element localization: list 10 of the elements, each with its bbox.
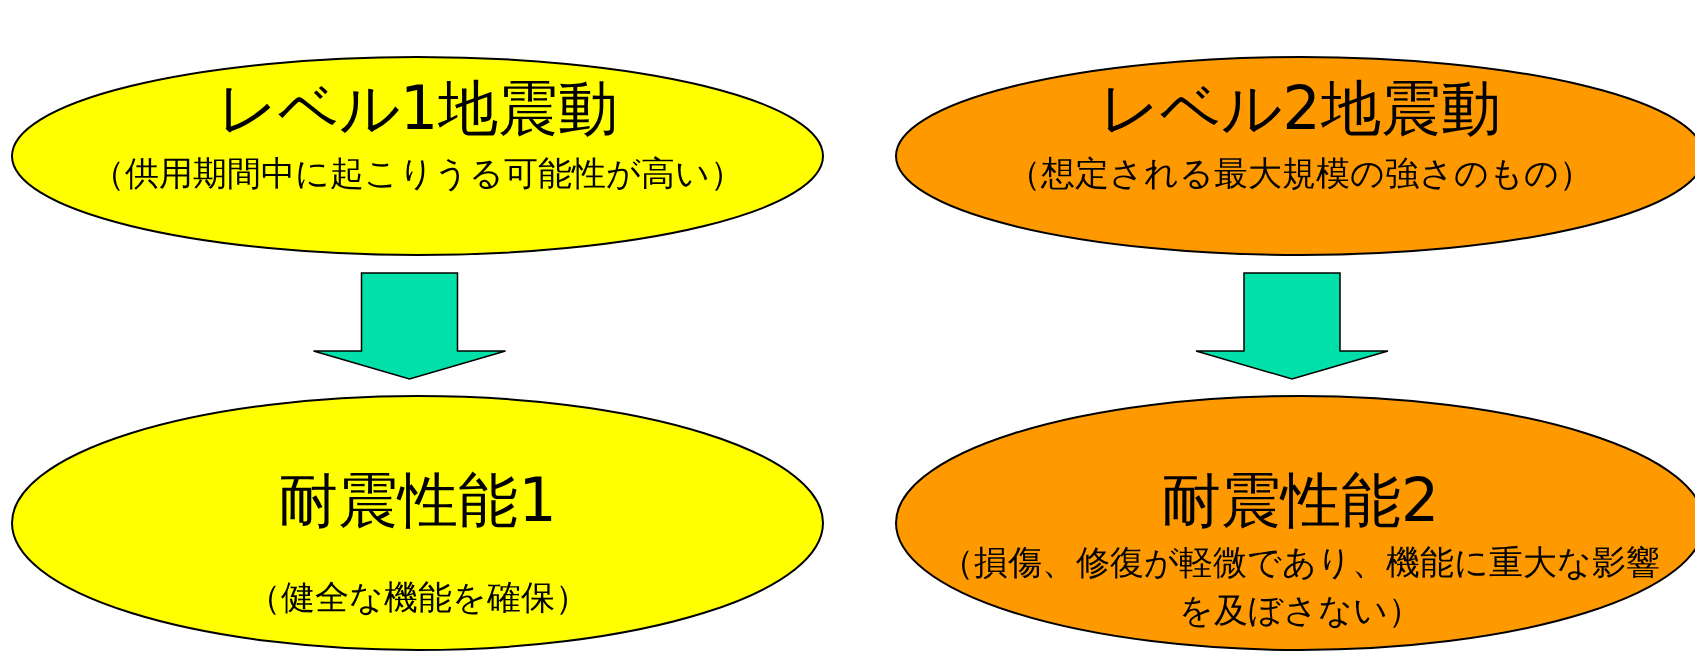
heading-text: 耐震性能1 <box>277 466 558 534</box>
subtitle-text: （想定される最大規模の強さのもの） <box>1006 152 1594 195</box>
subtitle-text: （健全な機能を確保） <box>245 576 590 619</box>
heading-text: 耐震性能2 <box>1159 466 1441 534</box>
heading-text: レベル2地震動 <box>1098 74 1502 142</box>
block-arrow <box>1195 272 1389 380</box>
block-arrow <box>312 272 507 380</box>
subtitle-text: （損傷、修復が軽微であり、機能に重大な影響を及ぼさない） <box>939 541 1661 632</box>
heading-text: レベル1地震動 <box>215 74 620 142</box>
subtitle-text: （供用期間中に起こりうる可能性が高い） <box>90 152 745 195</box>
